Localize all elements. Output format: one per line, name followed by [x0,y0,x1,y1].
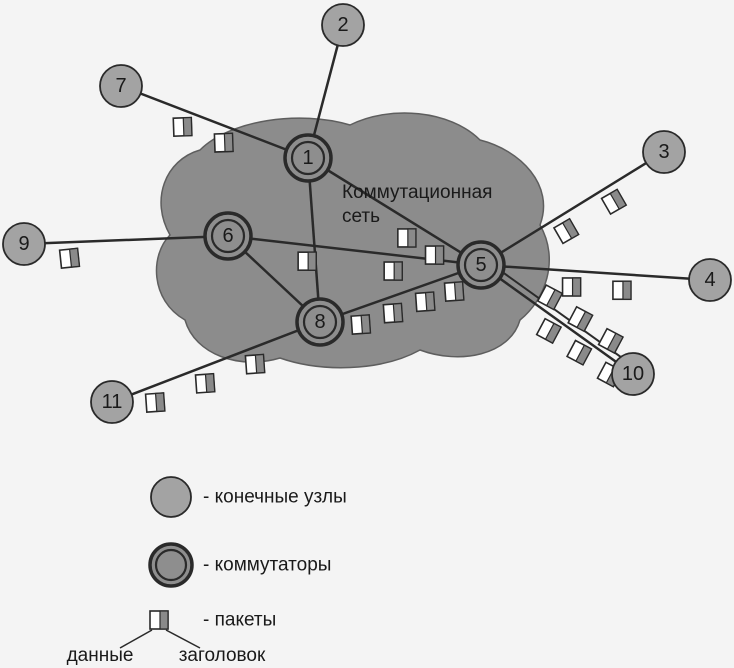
packet-11-8-0 [144,392,166,413]
switch-5: 5 [456,240,506,290]
packet-8-5-3 [443,281,465,302]
cloud-label-line1: Коммутационная [342,182,492,203]
end-node-7: 7 [99,64,143,108]
link-8-5 [319,263,482,324]
switch-1: 1 [283,133,333,183]
packet-8-5-2 [414,291,436,313]
legend-packet-shape [149,610,169,630]
legend-header-label: заголовок [179,645,266,666]
switch-label-8: 8 [314,311,325,333]
header-pointer-line [165,629,201,649]
packet-5-10-1 [567,305,594,333]
legend-end-node-icon [150,476,192,518]
link-5-3 [480,150,665,267]
legend-switch-icon-inner [154,548,188,582]
legend-data-label: данные [67,645,134,666]
legend-switches-text: - коммутаторы [203,555,331,576]
link-1-5 [307,156,482,267]
packet-5-10-row2-1 [565,339,593,366]
switch-label-1: 1 [302,147,313,169]
packet-5-10-row2-0 [535,317,563,345]
end-node-9: 9 [2,222,46,266]
end-node-label-3: 3 [658,141,669,163]
end-node-label-7: 7 [115,75,126,97]
packet-6-5-0 [297,251,317,271]
legend-packets-text: - пакеты [203,610,276,631]
end-node-10: 10 [611,352,655,396]
packet-1-5-0 [397,228,417,248]
switch-label-5: 5 [475,254,486,276]
link-11-8 [111,320,321,404]
packet-5-10-0 [536,283,564,311]
packet-7-1-1 [213,132,234,153]
cloud-label-line2: сеть [342,206,380,227]
packet-5-3-0 [552,217,580,245]
end-node-3: 3 [642,130,686,174]
switch-label-6: 6 [222,225,233,247]
packet-5-4-1 [612,280,632,301]
end-node-label-9: 9 [18,233,29,255]
end-node-label-2: 2 [337,14,348,36]
link-5-4 [480,263,711,282]
packet-11-8-2 [244,353,266,375]
legend-end-nodes-text: - конечные узлы [203,487,347,508]
end-node-label-4: 4 [704,269,715,291]
legend: - конечные узлы - коммутаторы - пакеты д… [67,476,347,666]
legend-packet-icon [149,610,169,630]
switching-network-cloud [155,112,550,369]
packet-11-8-1 [194,372,216,394]
packet-5-10-2 [597,327,625,355]
packet-1-5-1 [424,245,445,265]
packet-7-1-0 [172,116,193,137]
data-pointer-line [119,629,153,649]
link-5-10 [480,263,634,376]
end-node-4: 4 [688,258,732,302]
packet-9-6-0 [58,247,81,269]
link-9-6 [23,234,229,246]
packet-8-5-1 [382,302,404,324]
end-node-11: 11 [90,380,134,424]
end-node-2: 2 [321,3,365,47]
packet-6-5-1 [383,261,403,281]
packets-layer [58,116,632,413]
switch-8: 8 [295,297,345,347]
link-1-8 [306,157,322,323]
switch-6: 6 [203,211,253,261]
end-node-label-10: 10 [622,363,644,385]
packet-5-4-0 [561,277,582,297]
packet-8-5-0 [350,314,372,336]
end-node-label-11: 11 [102,391,123,413]
packet-5-3-1 [600,188,628,216]
link-7-1 [120,84,309,160]
